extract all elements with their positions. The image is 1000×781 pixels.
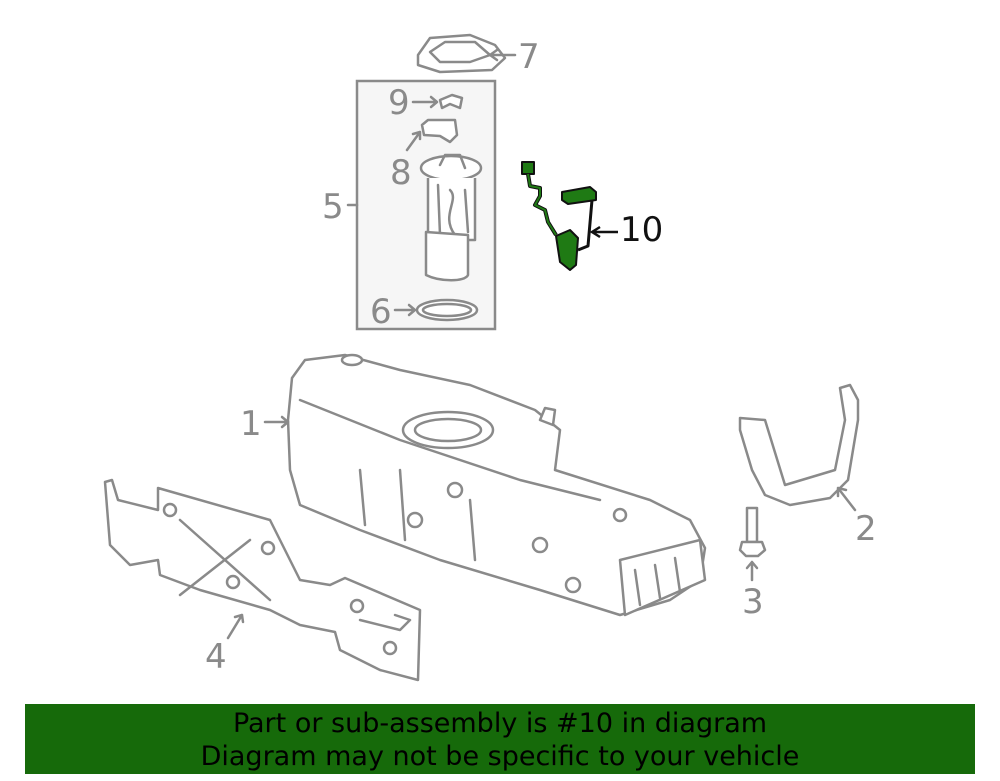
part-8-connector[interactable] — [420, 118, 459, 144]
info-banner: Part or sub-assembly is #10 in diagram D… — [25, 704, 975, 774]
callout-10: 10 — [620, 210, 663, 250]
callout-4: 4 — [205, 637, 227, 677]
callout-arrow-3 — [745, 560, 759, 582]
part-10-fuel-level-sensor[interactable] — [521, 161, 597, 271]
part-5-fuel-pump[interactable] — [419, 153, 483, 282]
callout-arrow-8 — [405, 130, 422, 152]
callout-arrow-6 — [393, 303, 417, 317]
callout-arrow-1 — [263, 415, 290, 429]
banner-line-2: Diagram may not be specific to your vehi… — [200, 741, 800, 772]
callout-6: 6 — [370, 292, 392, 332]
part-1-fuel-tank[interactable] — [286, 353, 707, 617]
part-2-tank-strap[interactable] — [738, 383, 860, 507]
callout-arrow-4 — [226, 613, 245, 640]
part-3-bolt[interactable] — [738, 506, 767, 558]
callout-9: 9 — [388, 83, 410, 123]
banner-line-1: Part or sub-assembly is #10 in diagram — [232, 708, 768, 739]
part-9-clip[interactable] — [438, 93, 464, 110]
callout-8: 8 — [390, 153, 412, 193]
callout-arrow-10 — [589, 225, 618, 239]
callout-arrow-7 — [488, 48, 517, 62]
callout-1: 1 — [240, 404, 262, 444]
part-4-heat-shield[interactable] — [103, 478, 422, 682]
callout-5: 5 — [322, 187, 344, 227]
callout-2: 2 — [855, 509, 877, 549]
callout-arrow-2 — [836, 486, 857, 512]
callout-arrow-9 — [411, 95, 439, 109]
callout-7: 7 — [518, 37, 540, 77]
callout-3: 3 — [742, 582, 764, 622]
